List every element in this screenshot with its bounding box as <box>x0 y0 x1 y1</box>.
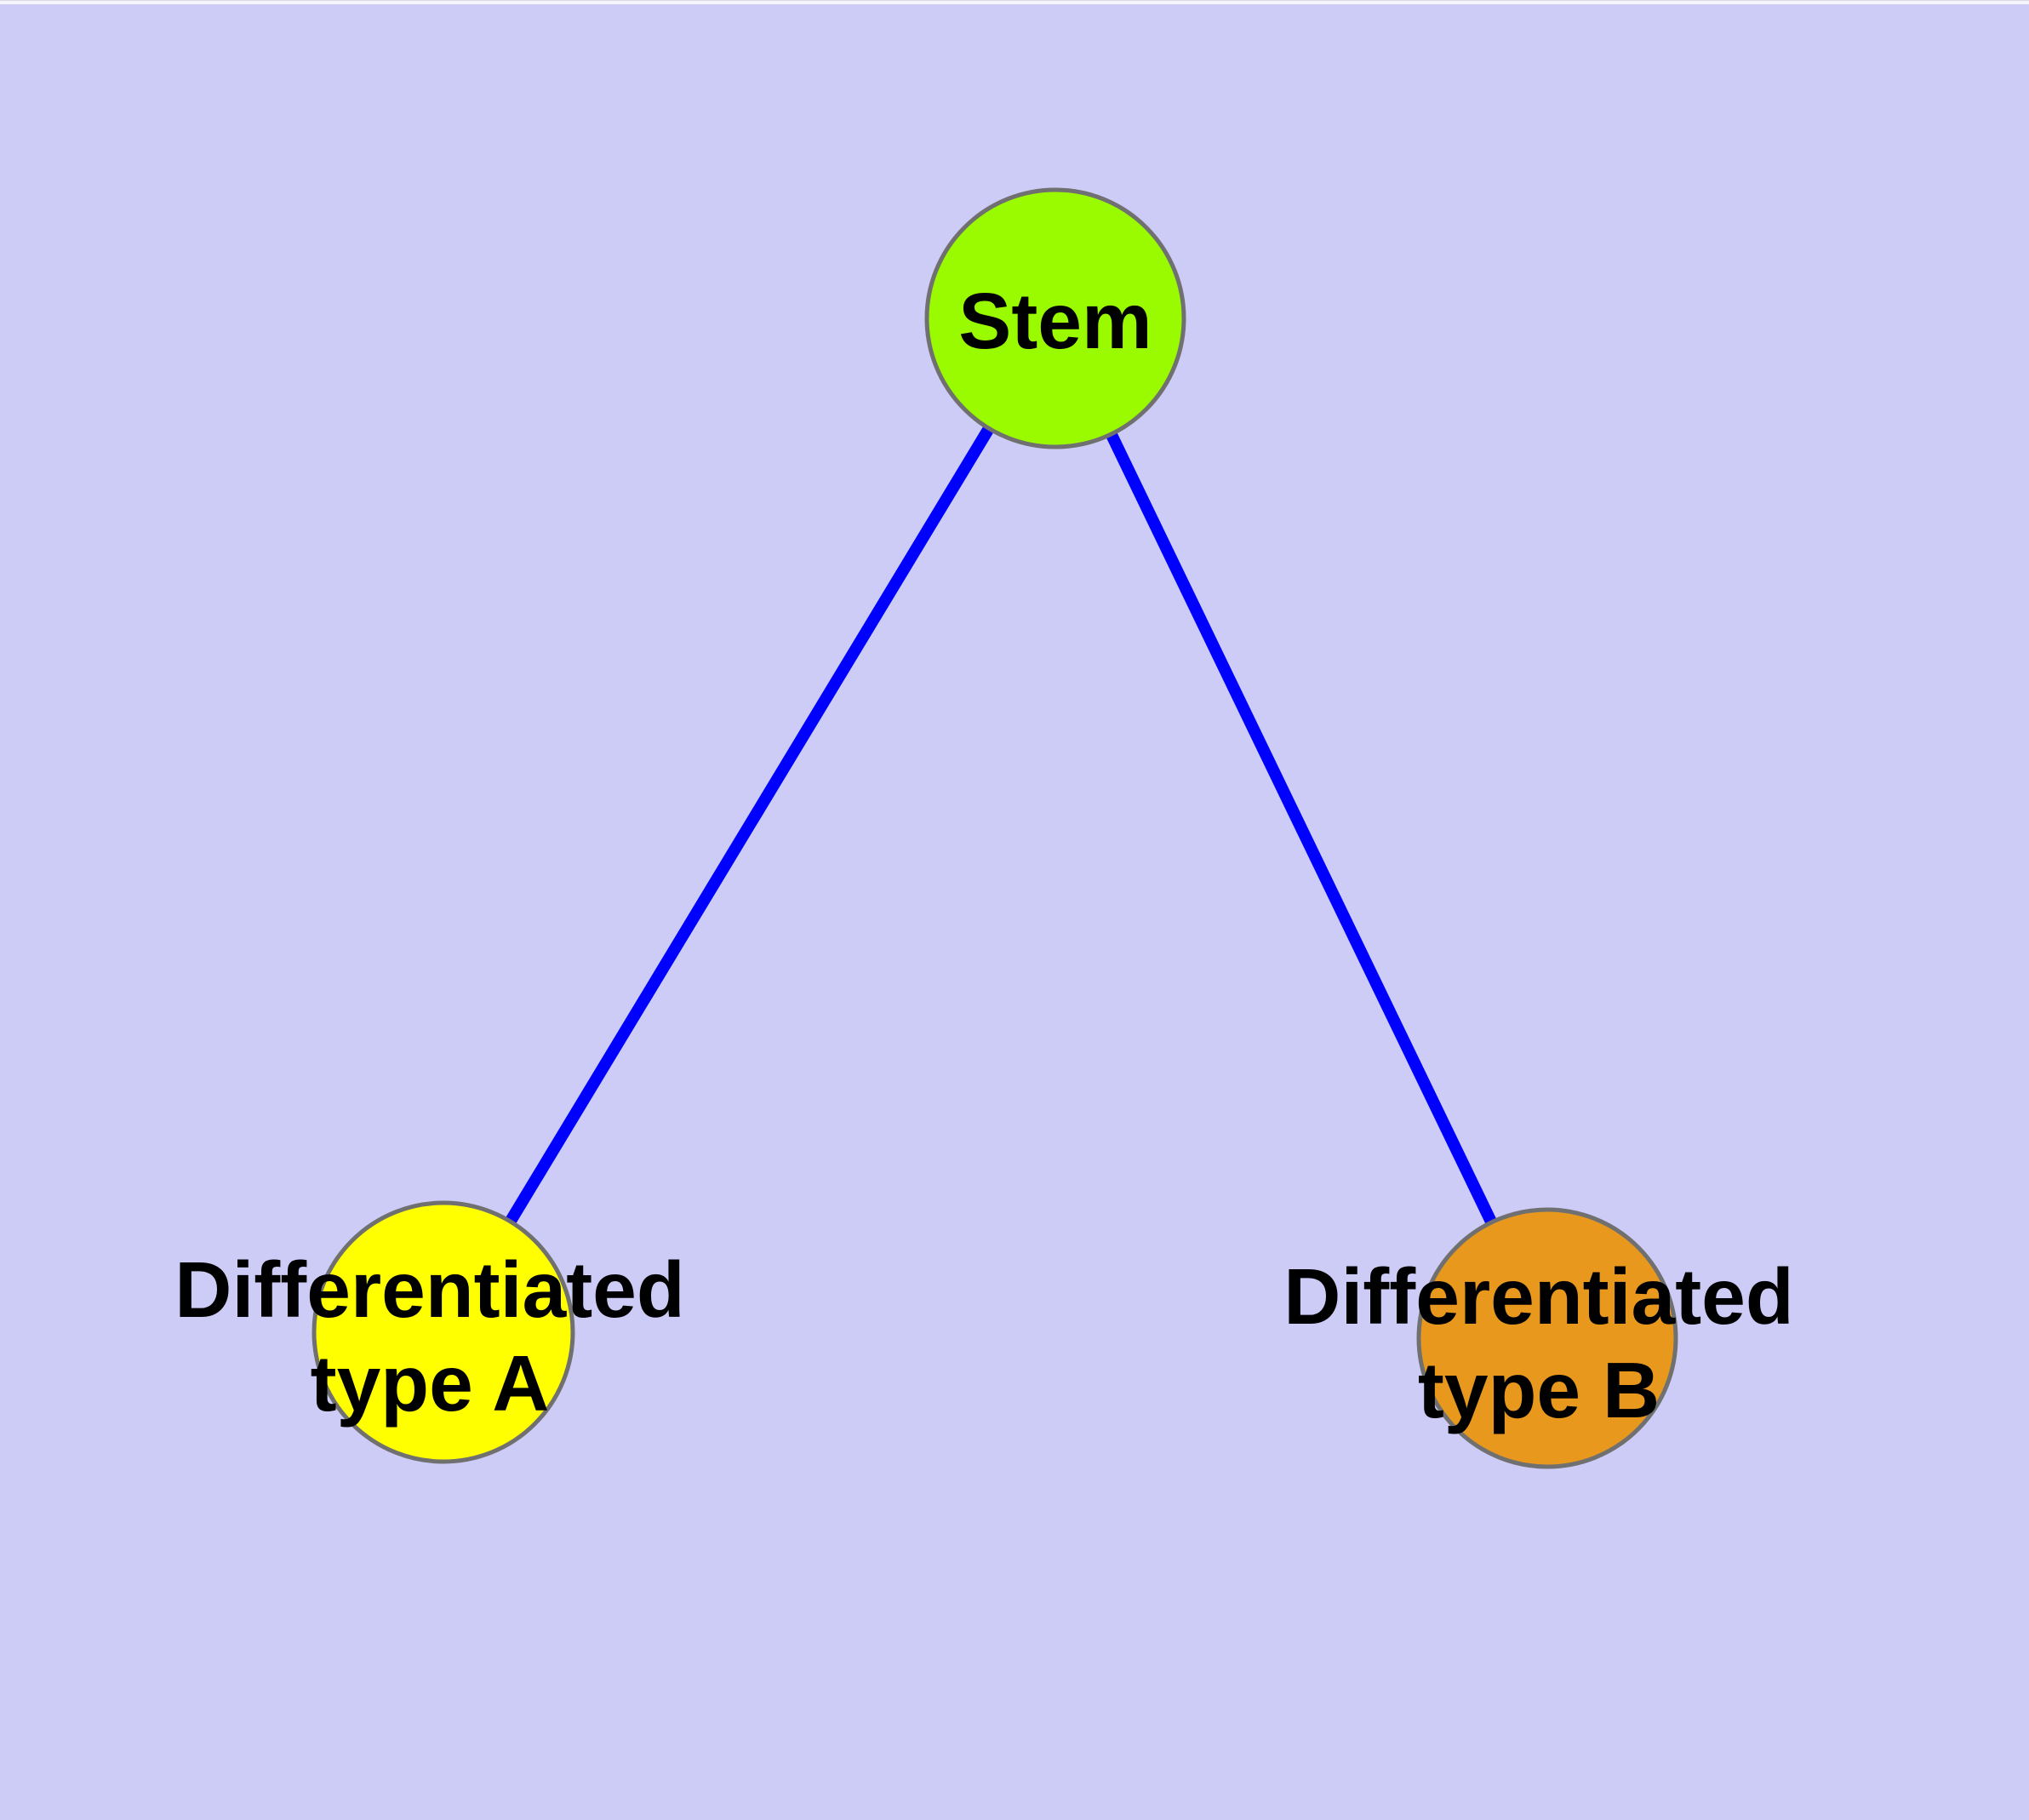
edge-stem-to-type-a <box>438 315 1060 1336</box>
node-type-a-label: Differentiated type A <box>174 1245 685 1428</box>
node-type-b-label: Differentiated type B <box>1283 1252 1794 1434</box>
node-type-a-circle <box>311 1200 575 1464</box>
edge-stem-to-type-b <box>1049 315 1553 1342</box>
node-stem-circle <box>924 187 1186 449</box>
node-stem-label: Stem <box>958 277 1152 365</box>
node-type-b-circle <box>1416 1207 1678 1469</box>
top-strip <box>0 0 2029 4</box>
